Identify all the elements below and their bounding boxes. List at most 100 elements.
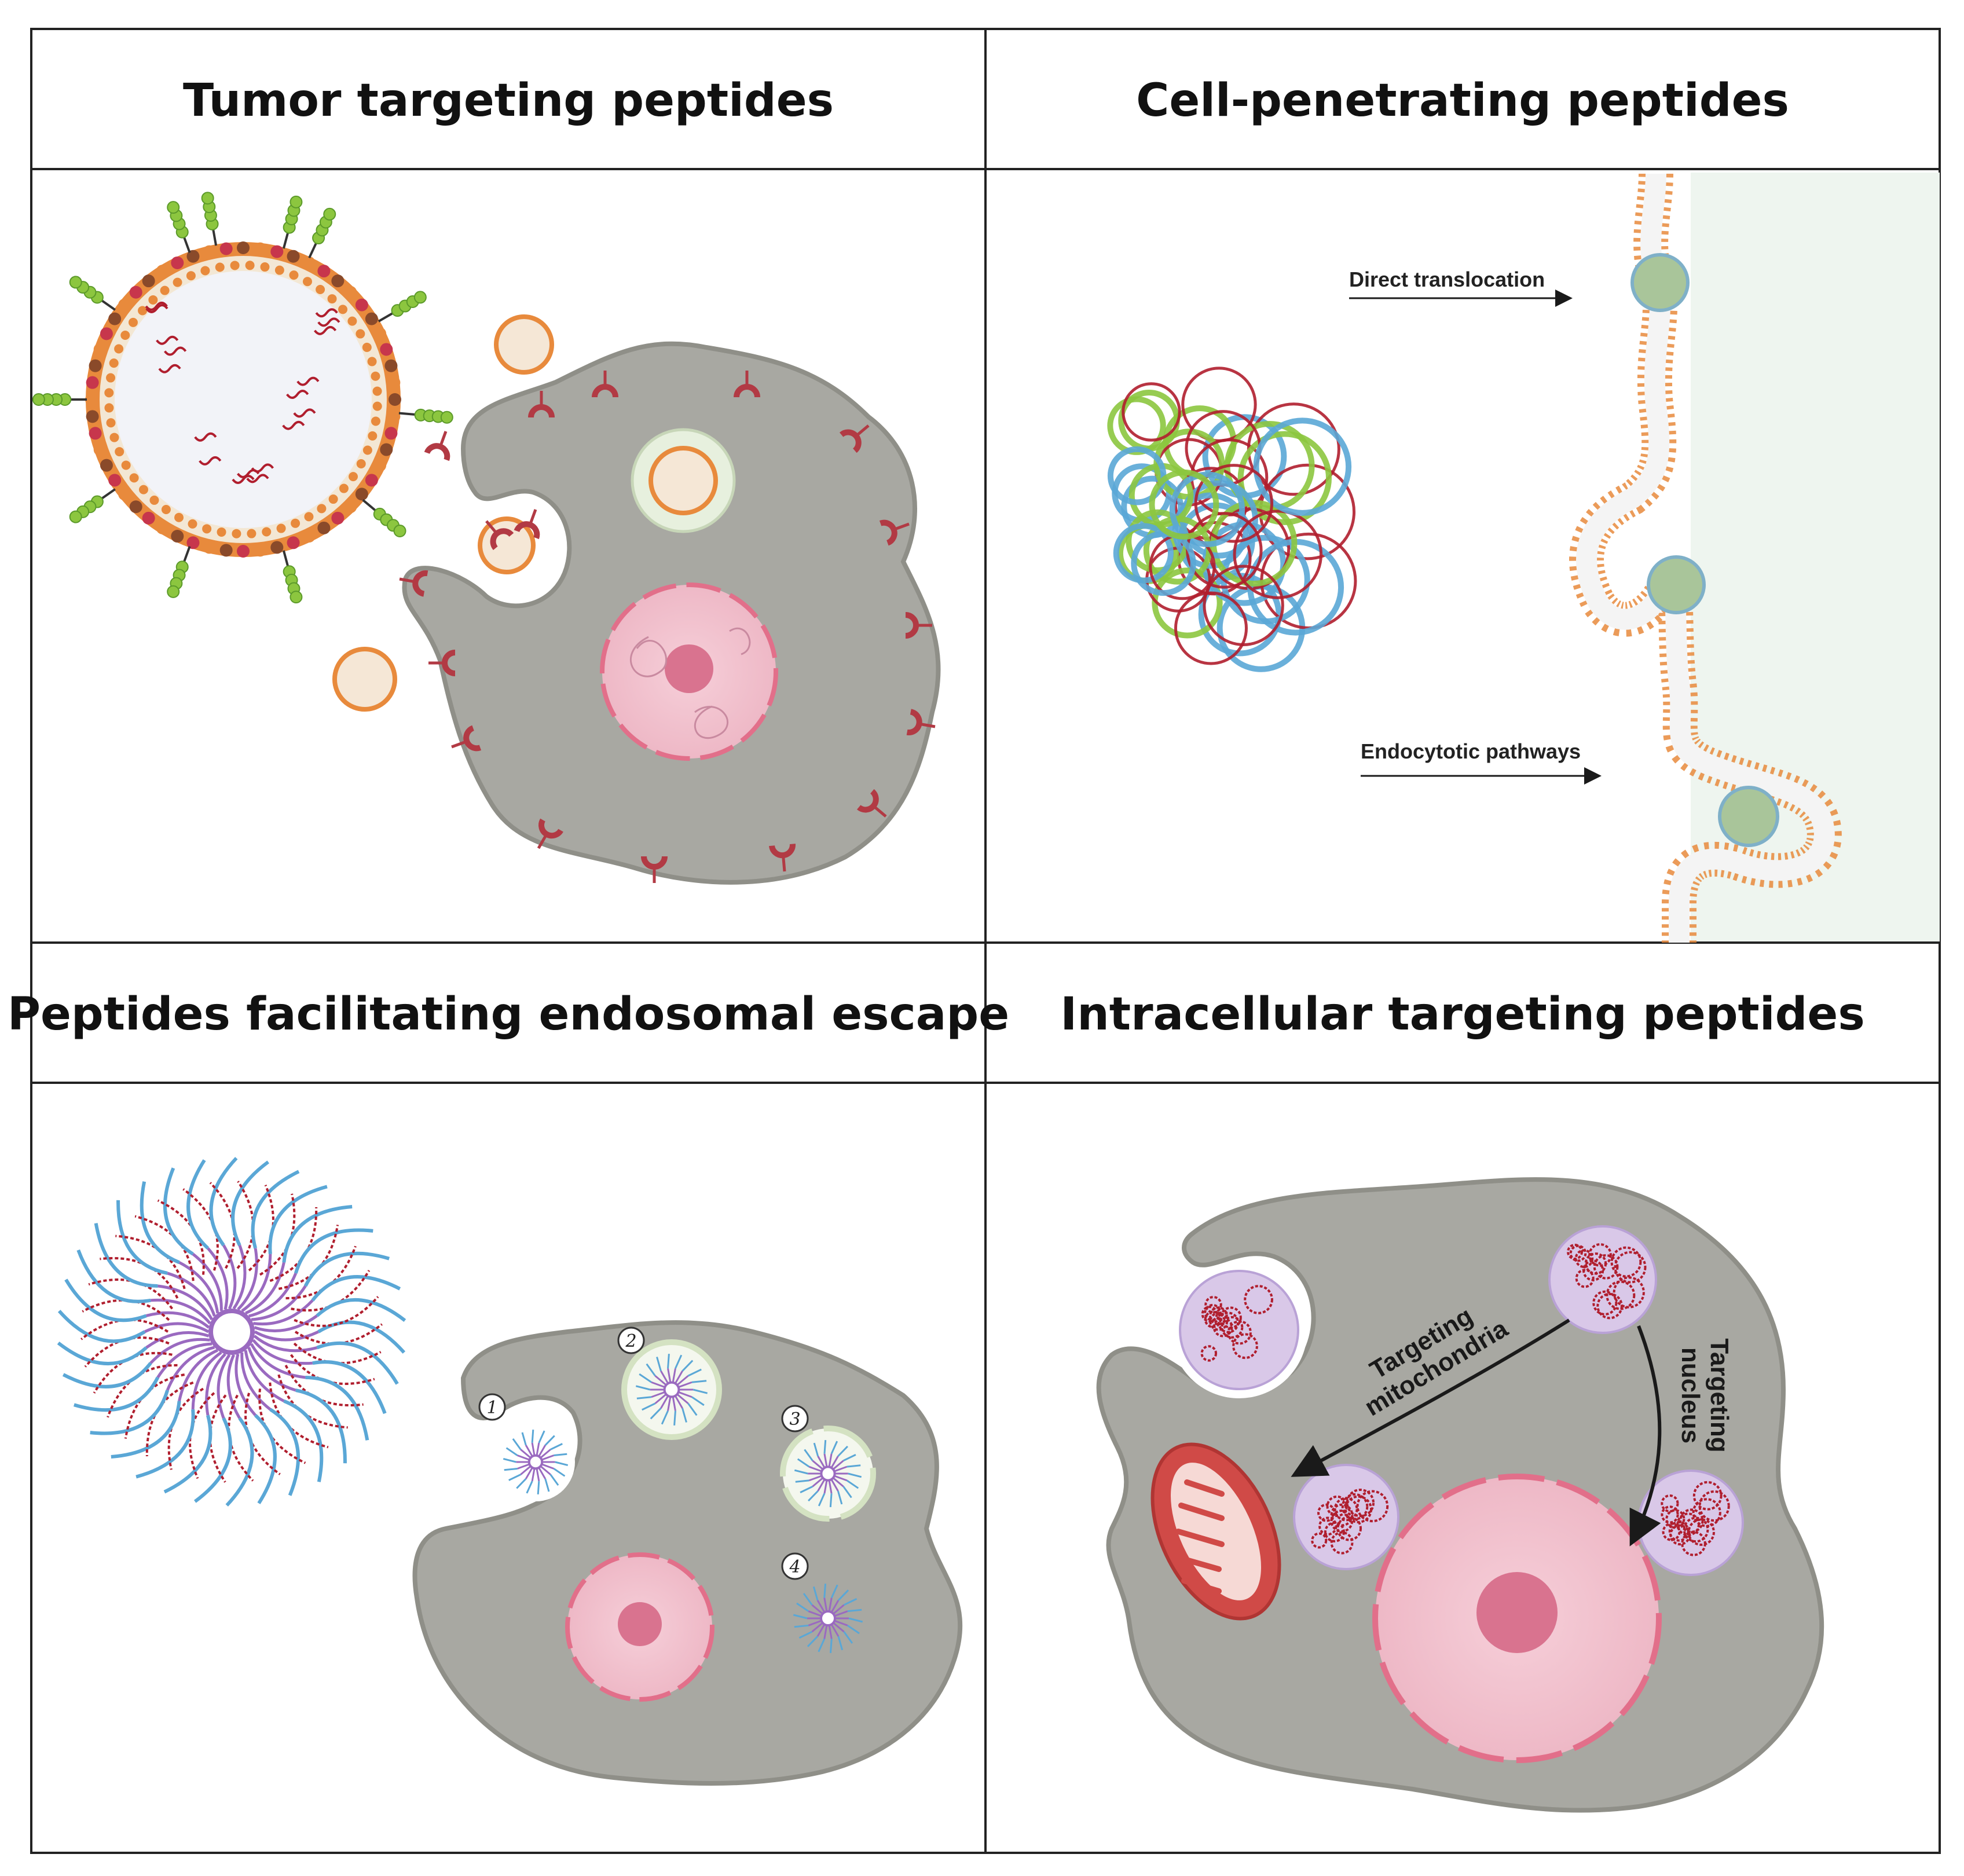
lipid-head (365, 312, 378, 325)
micelle-peptide (107, 1364, 178, 1418)
micelle-arm (167, 1272, 216, 1317)
polymer-loop (1669, 1524, 1691, 1546)
lipid-head (384, 359, 398, 372)
lipid-head (287, 250, 300, 263)
polymer-loop (1169, 471, 1245, 547)
micelle-core (208, 1309, 255, 1355)
arrow-to-nucleus (1629, 1325, 1662, 1547)
lipid-head (171, 256, 184, 269)
polymer-loop (1692, 1481, 1723, 1511)
polymer-loop (1219, 1306, 1242, 1329)
polymer-loop (1149, 469, 1219, 540)
micelle-arm (241, 1254, 272, 1313)
lipid-head (380, 343, 393, 356)
lipid-head-inner (121, 460, 131, 470)
step-markers: 1 2 3 4 (478, 1327, 809, 1580)
micelle-arm (237, 1248, 258, 1311)
receptor (528, 391, 555, 418)
polymer-loop (1204, 1303, 1222, 1322)
micelle-peptide (258, 1388, 306, 1464)
dna-strand (145, 301, 168, 311)
liposome-small-binding (478, 516, 536, 574)
micelle-tail (163, 1167, 194, 1256)
micelle-arm (205, 1353, 226, 1416)
polymer-loop (1131, 530, 1196, 596)
lipid-head-inner (362, 342, 372, 352)
lipid-head-inner (188, 519, 197, 529)
micelle-peptide (134, 1215, 195, 1281)
lipid-head-inner (327, 294, 337, 304)
lipid-head (129, 500, 142, 514)
polymer-loop (1330, 1509, 1354, 1533)
peptide-micelle (57, 1157, 406, 1507)
micelle-peptide (208, 1394, 227, 1483)
lipid-head-inner (149, 495, 159, 505)
micelle-arm (226, 1354, 241, 1419)
lipid-head (331, 511, 345, 525)
micelle-peptide (228, 1394, 254, 1482)
micelle-peptide (93, 1351, 173, 1394)
micelle-tail (193, 1417, 232, 1503)
polyplex-pit (1718, 786, 1779, 847)
lipid-head-inner (109, 433, 119, 442)
lipid-head (302, 256, 316, 269)
micelle-peptide (189, 1392, 215, 1479)
targeting-polyplexes (1200, 1225, 1744, 1576)
polymer-loop (1200, 1345, 1218, 1362)
lipid-head (219, 544, 233, 557)
mini-micelle (503, 1430, 569, 1494)
lipid-head (317, 521, 331, 534)
lipid-head-inner (138, 306, 148, 316)
dna-strand (145, 304, 168, 313)
lipid-head-inner (317, 504, 327, 514)
peptide-bead (167, 201, 180, 214)
lipid-head-inner (148, 295, 158, 305)
lipid-head (156, 265, 169, 278)
micelle-arm (240, 1352, 272, 1411)
micelle-arm (250, 1343, 306, 1379)
receptor (514, 509, 540, 540)
peptide-bead (32, 393, 45, 406)
lipid-head-inner (232, 529, 241, 538)
lipid-head-inner (356, 329, 365, 339)
lipid-head-inner (129, 473, 139, 483)
peptide-bead (323, 207, 336, 221)
receptor (839, 424, 870, 453)
micelle-arm (192, 1252, 223, 1311)
polymer-loop (1244, 1285, 1273, 1314)
liposome-small-approaching (494, 314, 554, 375)
lipid-head (254, 242, 267, 255)
dna-strand (296, 376, 320, 386)
polymer-loop (1665, 1509, 1685, 1529)
micelle-arm (145, 1331, 210, 1349)
lipid-head (387, 410, 401, 423)
dna-strand (158, 364, 181, 373)
lipid-head-inner (217, 527, 226, 537)
micelle-tail (90, 1390, 170, 1435)
lipid-head (100, 459, 113, 472)
step-4-label: 4 (789, 1557, 800, 1577)
micelle-tail (316, 1298, 406, 1322)
lipid-head-inner (174, 512, 184, 522)
arrow-to-mitochondria (1291, 1318, 1570, 1477)
micelle-peptide (290, 1354, 375, 1385)
lipid-head-inner (316, 284, 325, 294)
micelle-peptide (100, 1256, 179, 1299)
micelle-arm (150, 1298, 211, 1325)
lipid-head (317, 265, 331, 278)
micelle-arm (247, 1347, 296, 1392)
lipid-head (203, 541, 216, 554)
step-3-label: 3 (789, 1409, 800, 1430)
peptide-bead (413, 291, 427, 304)
polymer-loop (1201, 1306, 1218, 1322)
lipid-head-inner (291, 518, 301, 528)
micelle-peptide (88, 1278, 174, 1310)
lipid-head (331, 274, 345, 288)
lipid-head-inner (372, 386, 382, 396)
micelle-tail (111, 1401, 181, 1459)
lipid-head-inner (128, 317, 138, 327)
micelle-tail (303, 1251, 390, 1287)
lipid-heads (85, 241, 401, 558)
micelle-peptide (248, 1184, 274, 1272)
micelle-arm (178, 1261, 219, 1314)
